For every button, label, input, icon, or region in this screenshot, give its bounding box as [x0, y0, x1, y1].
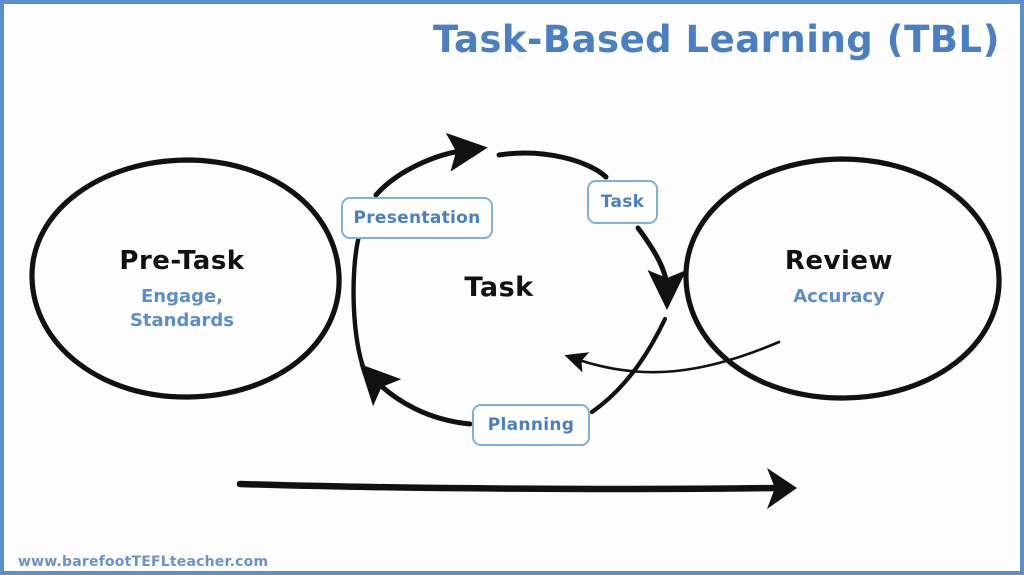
- stage-review-subtext: Accuracy: [709, 285, 969, 309]
- stage-pre-task-heading: Pre-Task: [119, 246, 245, 276]
- stage-pre-task-subline-2: Standards: [129, 309, 235, 331]
- stage-pre-task-subtext: Engage, Standards: [52, 285, 312, 334]
- stage-task-heading-text: Task: [464, 272, 534, 303]
- stage-task-heading: Task: [4, 272, 1020, 303]
- diagram-text-layer: Task-Based Learning (TBL) Pre-Task Engag…: [4, 4, 1020, 571]
- stage-pre-task: Pre-Task Engage, Standards: [52, 247, 312, 333]
- stage-review-subline-1: Accuracy: [793, 285, 885, 307]
- cycle-label-task[interactable]: Task: [587, 180, 658, 224]
- cycle-label-planning[interactable]: Planning: [472, 404, 590, 446]
- stage-pre-task-subline-1: Engage,: [140, 285, 224, 307]
- stage-review: Review Accuracy: [709, 247, 969, 309]
- cycle-label-presentation[interactable]: Presentation: [341, 197, 493, 239]
- stage-review-heading: Review: [784, 246, 894, 276]
- page-title: Task-Based Learning (TBL): [432, 18, 1000, 61]
- watermark-url: www.barefootTEFLteacher.com: [18, 554, 269, 570]
